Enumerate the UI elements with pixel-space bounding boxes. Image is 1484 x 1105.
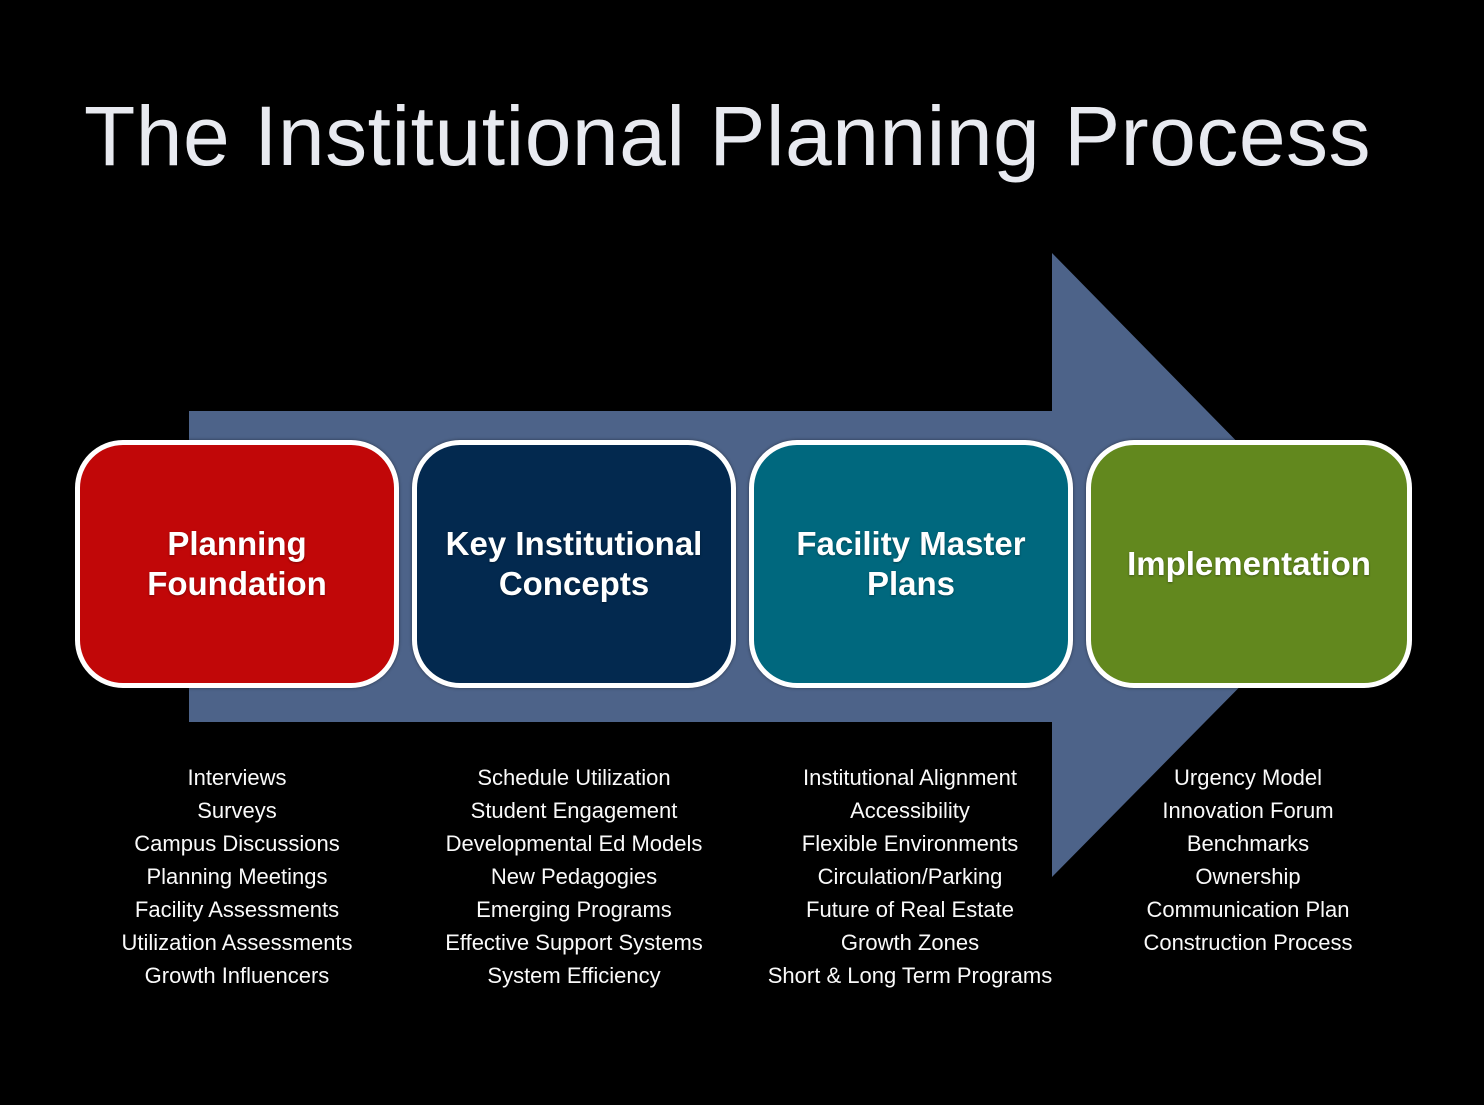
list-item: Interviews <box>187 765 287 790</box>
list-item: Institutional Alignment <box>802 765 1018 790</box>
list-item: Circulation/Parking <box>817 864 1003 889</box>
list-item: Flexible Environments <box>801 831 1019 856</box>
list-item: Ownership <box>1195 864 1301 889</box>
stage-box-implementation: Implementation <box>1086 440 1412 688</box>
list-item: Construction Process <box>1143 930 1353 955</box>
stage-label-implementation: Implementation <box>1127 545 1371 582</box>
stage-list-planning-foundation: Interviews Surveys Campus Discussions Pl… <box>27 761 447 992</box>
stage-list-facility-master-plans: Institutional Alignment Accessibility Fl… <box>700 761 1120 992</box>
list-item: Student Engagement <box>470 798 678 823</box>
stage-list-key-institutional-concepts: Schedule Utilization Student Engagement … <box>364 761 784 992</box>
list-item: New Pedagogies <box>490 864 658 889</box>
list-item: Innovation Forum <box>1162 798 1334 823</box>
list-item: Effective Support Systems <box>445 930 703 955</box>
page-title: The Institutional Planning Process <box>84 89 1372 183</box>
list-item: Campus Discussions <box>134 831 340 856</box>
list-item: Facility Assessments <box>134 897 340 922</box>
list-item: Planning Meetings <box>146 864 328 889</box>
list-item: Schedule Utilization <box>477 765 671 790</box>
stage-box-planning-foundation: Planning Foundation <box>75 440 399 688</box>
list-item: Short & Long Term Programs <box>767 963 1053 988</box>
list-item: Accessibility <box>850 798 970 823</box>
list-item: Communication Plan <box>1146 897 1350 922</box>
stage-list-implementation: Urgency Model Innovation Forum Benchmark… <box>1038 761 1458 959</box>
list-item: Growth Influencers <box>144 963 330 988</box>
list-item: Developmental Ed Models <box>445 831 703 856</box>
list-item: Future of Real Estate <box>806 897 1014 922</box>
list-item: System Efficiency <box>487 963 661 988</box>
stage-box-key-institutional-concepts: Key Institutional Concepts <box>412 440 736 688</box>
stage-box-facility-master-plans: Facility Master Plans <box>749 440 1073 688</box>
list-item: Urgency Model <box>1174 765 1322 790</box>
list-item: Growth Zones <box>840 930 980 955</box>
stage-label-key-institutional-concepts: Key Institutional Concepts <box>445 525 703 602</box>
stage-label-facility-master-plans: Facility Master Plans <box>796 525 1026 602</box>
list-item: Benchmarks <box>1186 831 1310 856</box>
list-item: Utilization Assessments <box>121 930 353 955</box>
list-item: Emerging Programs <box>476 897 672 922</box>
list-item: Surveys <box>197 798 277 823</box>
stage-label-planning-foundation: Planning Foundation <box>147 525 327 602</box>
